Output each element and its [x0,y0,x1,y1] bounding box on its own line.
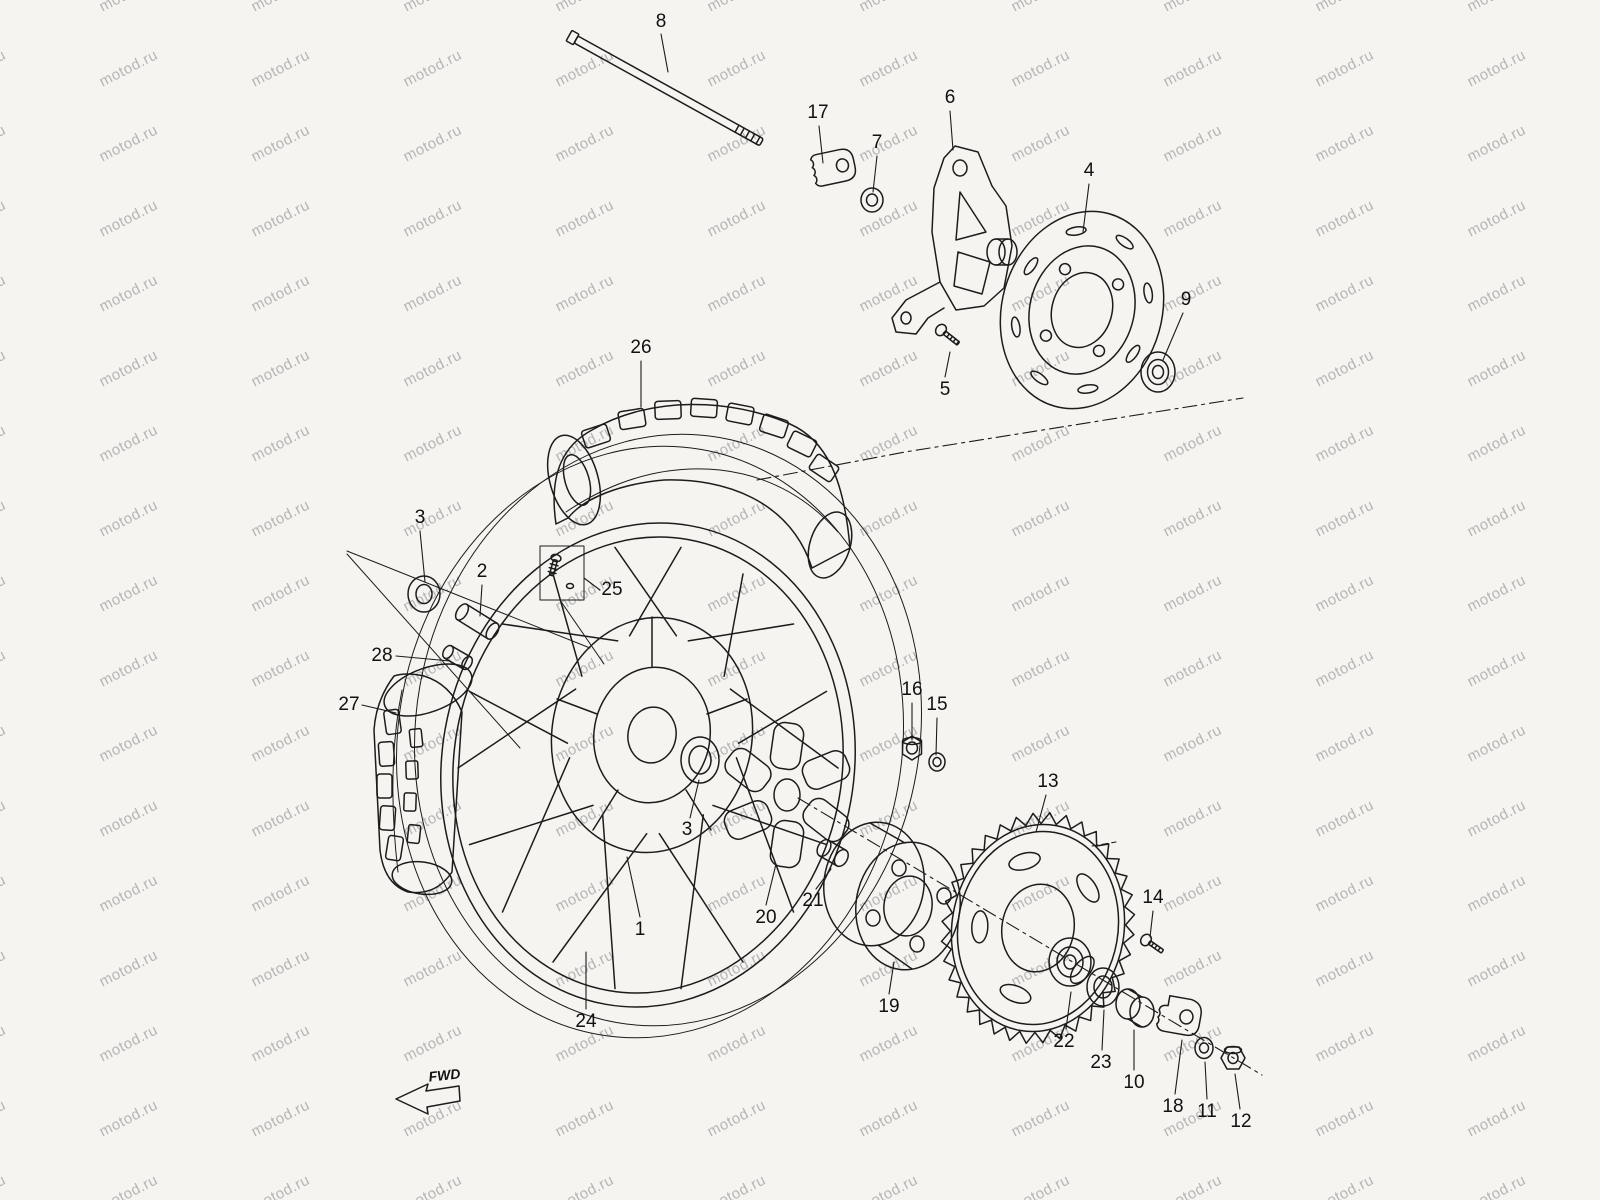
part-label-26: 26 [630,337,652,358]
part-label-9: 9 [1180,289,1192,310]
part-label-7: 7 [871,132,883,153]
tire-top-segment-drawing [546,397,853,579]
part-label-21: 21 [802,890,824,911]
axle-drawing [565,29,764,146]
leader-lines [361,33,1241,1110]
part-label-14: 14 [1142,887,1164,908]
hub-drawing [550,616,754,854]
part-label-15: 15 [926,694,948,715]
part-label-2: 2 [476,561,488,582]
tire-left-segment-drawing [373,663,473,896]
part-label-27: 27 [338,694,360,715]
part-label-22: 22 [1053,1031,1075,1052]
cush-drive-drawing [723,721,851,869]
washer-drawing [928,752,946,772]
part-label-4: 4 [1083,160,1095,181]
part-label-23: 23 [1090,1052,1112,1073]
part-label-12: 12 [1230,1111,1252,1132]
part-label-3: 3 [681,819,693,840]
part-label-11: 11 [1197,1101,1217,1122]
part-label-24: 24 [575,1011,597,1032]
rear-wheel-drawing [396,433,922,1039]
part-label-28: 28 [371,645,393,666]
part-label-18: 18 [1162,1096,1184,1117]
part-label-19: 19 [878,996,900,1017]
dust-seal-drawing [1140,351,1176,393]
part-label-16: 16 [901,679,923,700]
oil-seal-drawing [1086,967,1120,1007]
part-label-6: 6 [944,87,956,108]
torque-plate-drawing [1156,994,1202,1037]
axle-nut-drawing [1220,1045,1246,1070]
spacer-tube-drawing [454,603,500,640]
sprocket-bolt-drawing [1139,933,1164,954]
axle-spacer-drawing [860,187,884,213]
part-label-8: 8 [655,11,667,32]
part-label-17: 17 [807,102,829,123]
nut-drawing [901,735,923,761]
fwd-label: FWD [428,1065,461,1084]
part-label-20: 20 [755,907,777,928]
carrier-bearing-drawing [1048,937,1092,987]
disc-bolt-drawing [934,323,960,346]
chain-adjuster-drawing [809,148,857,187]
part-label-10: 10 [1123,1072,1145,1093]
part-label-13: 13 [1037,771,1059,792]
part-label-25: 25 [601,579,623,600]
axle-washer-drawing [1194,1036,1214,1060]
axis-lines [346,397,1263,1076]
retainer-screw-drawing [539,545,585,601]
caliper-bracket-drawing [891,145,1018,335]
part-label-1: 1 [634,919,646,940]
brake-disc-drawing [999,210,1165,410]
part-label-3: 3 [414,507,426,528]
spacer-right-drawing [1115,988,1155,1028]
roller-drawing [442,644,474,671]
fwd-arrow: FWD [395,1065,461,1115]
part-label-5: 5 [939,379,951,400]
hub-bearing-drawing [680,736,720,784]
